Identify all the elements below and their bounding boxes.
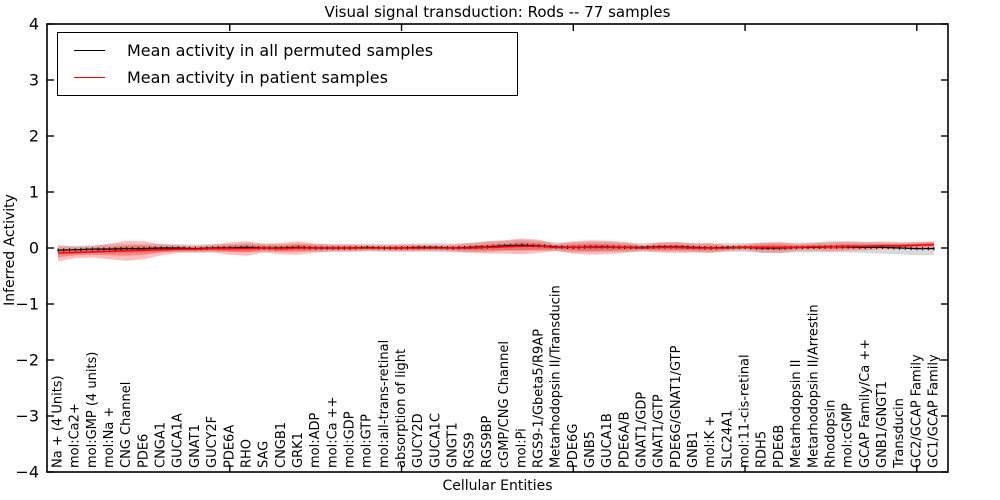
y-tick-label: −2 — [15, 351, 39, 370]
legend: Mean activity in all permuted samples Me… — [57, 32, 518, 96]
patient-mean-line — [57, 243, 935, 254]
y-tick-label: 0 — [29, 239, 39, 258]
y-tick-label: 3 — [29, 71, 39, 90]
x-category-label: RHO — [239, 439, 254, 468]
x-category-label: GNB1/GNGT1 — [875, 381, 890, 468]
legend-item-patient: Mean activity in patient samples — [58, 65, 517, 91]
x-category-label: PDE6 — [136, 434, 151, 468]
x-category-label: GC1/GCAP Family — [927, 354, 942, 468]
x-category-label: mol:Pi — [514, 428, 529, 468]
legend-label-patient: Mean activity in patient samples — [127, 68, 388, 87]
x-category-label: PDE6A — [222, 425, 237, 468]
x-category-label: absorption of light — [394, 349, 409, 468]
x-category-label: GNAT1/GDP — [635, 392, 650, 468]
y-tick-labels: 4 3 2 1 0 −1 −2 −3 −4 — [15, 15, 39, 482]
mean-lines — [57, 243, 935, 254]
x-category-label: SLC24A1 — [720, 410, 735, 468]
legend-label-permuted: Mean activity in all permuted samples — [127, 41, 434, 60]
x-category-label: Rhodopsin — [823, 400, 838, 468]
x-category-label: Metarhodopsin II/Arrestin — [806, 304, 821, 468]
x-category-label: mol:ADP — [308, 412, 323, 468]
chart-title: Visual signal transduction: Rods -- 77 s… — [324, 3, 671, 21]
x-category-label: GUCA1A — [171, 413, 186, 468]
x-category-label: mol:all-trans-retinal — [377, 340, 392, 468]
x-category-label: GCAP Family/Ca ++ — [858, 339, 873, 468]
x-category-label: mol:GTP — [360, 414, 375, 468]
x-category-label: GUCA1B — [600, 413, 615, 468]
permuted-line-sample-icon — [74, 50, 105, 51]
y-tick-label: −4 — [15, 463, 39, 482]
x-category-label: RGS9-1/Gbeta5/R9AP — [531, 329, 546, 468]
confidence-bands — [58, 238, 934, 262]
x-category-label: PDE6G — [566, 424, 581, 468]
y-tick-label: 4 — [29, 15, 39, 34]
x-category-label: GRK1 — [291, 432, 306, 468]
x-category-label: PDE6G/GNAT1/GTP — [669, 345, 684, 468]
axis-ticks — [47, 23, 948, 473]
x-category-label: mol:Na + — [102, 407, 117, 468]
y-tick-label: 2 — [29, 127, 39, 146]
legend-item-permuted: Mean activity in all permuted samples — [58, 38, 517, 64]
x-category-label: GNAT1/GTP — [652, 394, 667, 468]
x-category-label: SAG — [257, 441, 272, 468]
x-category-label: Metarhodopsin II — [789, 360, 804, 468]
x-category-label: GNAT1 — [188, 424, 203, 468]
x-category-label: mol:Ca ++ — [325, 396, 340, 468]
x-category-label: RDH5 — [755, 431, 770, 468]
x-category-labels: Na + (4 Units)mol:Ca2+mol:GMP (4 units)m… — [51, 285, 942, 469]
y-tick-label: 1 — [29, 183, 39, 202]
x-category-label: mol:11-cis-retinal — [738, 354, 753, 468]
x-category-label: mol:GDP — [343, 411, 358, 468]
x-category-label: CNGA1 — [154, 422, 169, 468]
x-category-label: mol:Ca2+ — [68, 403, 83, 468]
x-category-label: GC2/GCAP Family — [909, 354, 924, 468]
x-category-label: Transducin — [892, 398, 907, 469]
x-category-label: mol:K + — [703, 416, 718, 468]
x-category-label: PDE6B — [772, 425, 787, 468]
x-category-label: GNB1 — [686, 431, 701, 468]
x-category-label: RGS9 — [463, 432, 478, 468]
y-tick-label: −1 — [15, 295, 39, 314]
x-category-label: PDE6A/B — [617, 411, 632, 468]
x-category-label: GNB5 — [583, 431, 598, 468]
x-category-label: GUCY2D — [411, 413, 426, 468]
x-category-label: mol:GMP (4 units) — [85, 352, 100, 468]
x-category-label: Na + (4 Units) — [51, 375, 66, 468]
x-category-label: mol:cGMP — [841, 403, 856, 468]
x-category-label: GNGT1 — [446, 422, 461, 468]
patient-line-sample-icon — [74, 77, 105, 78]
x-category-label: CNGB1 — [274, 422, 289, 468]
x-axis-label: Cellular Entities — [442, 478, 553, 494]
x-category-label: cGMP/CNG Channel — [497, 341, 512, 468]
x-category-label: GUCY2F — [205, 416, 220, 468]
x-category-label: RGS9BP — [480, 415, 495, 468]
x-category-label: Metarhodopsin II/Transducin — [549, 285, 564, 468]
y-tick-label: −3 — [15, 407, 39, 426]
x-category-label: GUCA1C — [428, 413, 443, 468]
x-category-label: CNG Channel — [119, 382, 134, 468]
